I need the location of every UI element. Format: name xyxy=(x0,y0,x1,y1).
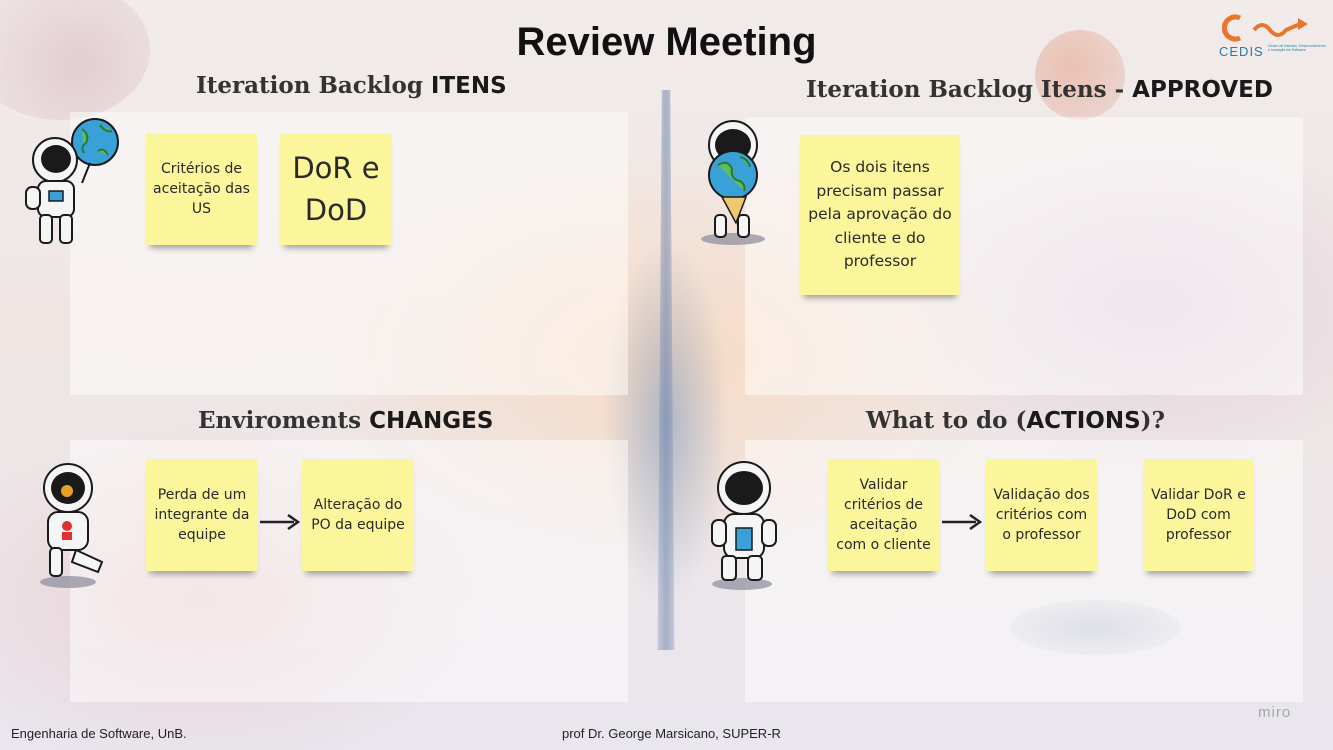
section-title-changes: Enviroments CHANGES xyxy=(198,407,493,434)
sticky-note[interactable]: Os dois itens precisam passar pela aprov… xyxy=(800,135,960,295)
section-title-emphasis: ITENS xyxy=(430,73,507,99)
space-tower-decoration xyxy=(657,90,675,650)
sticky-note[interactable]: Validação dos critérios com o professor xyxy=(986,459,1097,571)
sticky-note-text: Validação dos critérios com o professor xyxy=(993,487,1090,543)
section-title-backlog-items: Iteration Backlog ITENS xyxy=(196,72,507,99)
section-title-text: Enviroments xyxy=(198,407,370,434)
sticky-note[interactable]: Perda de um integrante da equipe xyxy=(146,459,258,571)
section-title-text: What to do ( xyxy=(866,407,1027,434)
sticky-note[interactable]: Validar critérios de aceitação com o cli… xyxy=(828,459,939,571)
section-title-emphasis: CHANGES xyxy=(369,408,494,434)
section-title-emphasis: APPROVED xyxy=(1132,77,1273,103)
miro-watermark: miro xyxy=(1258,704,1292,721)
astronaut-with-flower-icon xyxy=(40,463,104,588)
ufo-decoration xyxy=(1010,600,1180,655)
section-title-text: Iteration Backlog xyxy=(196,72,431,99)
section-title-approved: Iteration Backlog Itens - APPROVED xyxy=(806,76,1273,103)
logo-subtitle: Centro de Estudos, Desenvolvimento e Ino… xyxy=(1268,44,1326,52)
sticky-note-text: Validar DoR e DoD com professor xyxy=(1151,487,1246,543)
sticky-note[interactable]: Critérios de aceitação das US xyxy=(146,133,257,245)
page-title: Review Meeting xyxy=(516,20,817,64)
section-title-emphasis: ACTIONS xyxy=(1026,408,1141,434)
sticky-note-text: Os dois itens precisam passar pela aprov… xyxy=(808,158,952,271)
sticky-note-text: DoR e DoD xyxy=(292,151,380,227)
footer-professor: prof Dr. George Marsicano, SUPER-R xyxy=(562,726,781,741)
section-title-text: Iteration Backlog Itens - xyxy=(806,76,1133,103)
sticky-note-text: Perda de um integrante da equipe xyxy=(154,487,250,543)
footer-course: Engenharia de Software, UnB. xyxy=(11,726,187,741)
cedis-logo-icon xyxy=(1221,14,1308,42)
sticky-note[interactable]: DoR e DoD xyxy=(280,133,392,245)
astronaut-standing-icon xyxy=(711,461,777,590)
arrow-right-icon xyxy=(942,513,983,531)
sticky-note[interactable]: Validar DoR e DoD com professor xyxy=(1143,459,1254,571)
arrow-right-icon xyxy=(260,513,301,531)
planet-decoration xyxy=(1035,30,1125,120)
sticky-note[interactable]: Alteração do PO da equipe xyxy=(302,459,414,571)
sticky-note-text: Validar critérios de aceitação com o cli… xyxy=(836,477,931,553)
section-title-suffix: )? xyxy=(1140,407,1166,434)
logo-name: CEDIS xyxy=(1219,44,1264,59)
sticky-note-text: Critérios de aceitação das US xyxy=(153,161,250,217)
section-title-actions: What to do (ACTIONS)? xyxy=(866,407,1165,434)
astronaut-holding-earth-icon xyxy=(701,120,765,245)
sticky-note-text: Alteração do PO da equipe xyxy=(311,497,405,533)
astronaut-with-globe-icon xyxy=(25,118,119,244)
